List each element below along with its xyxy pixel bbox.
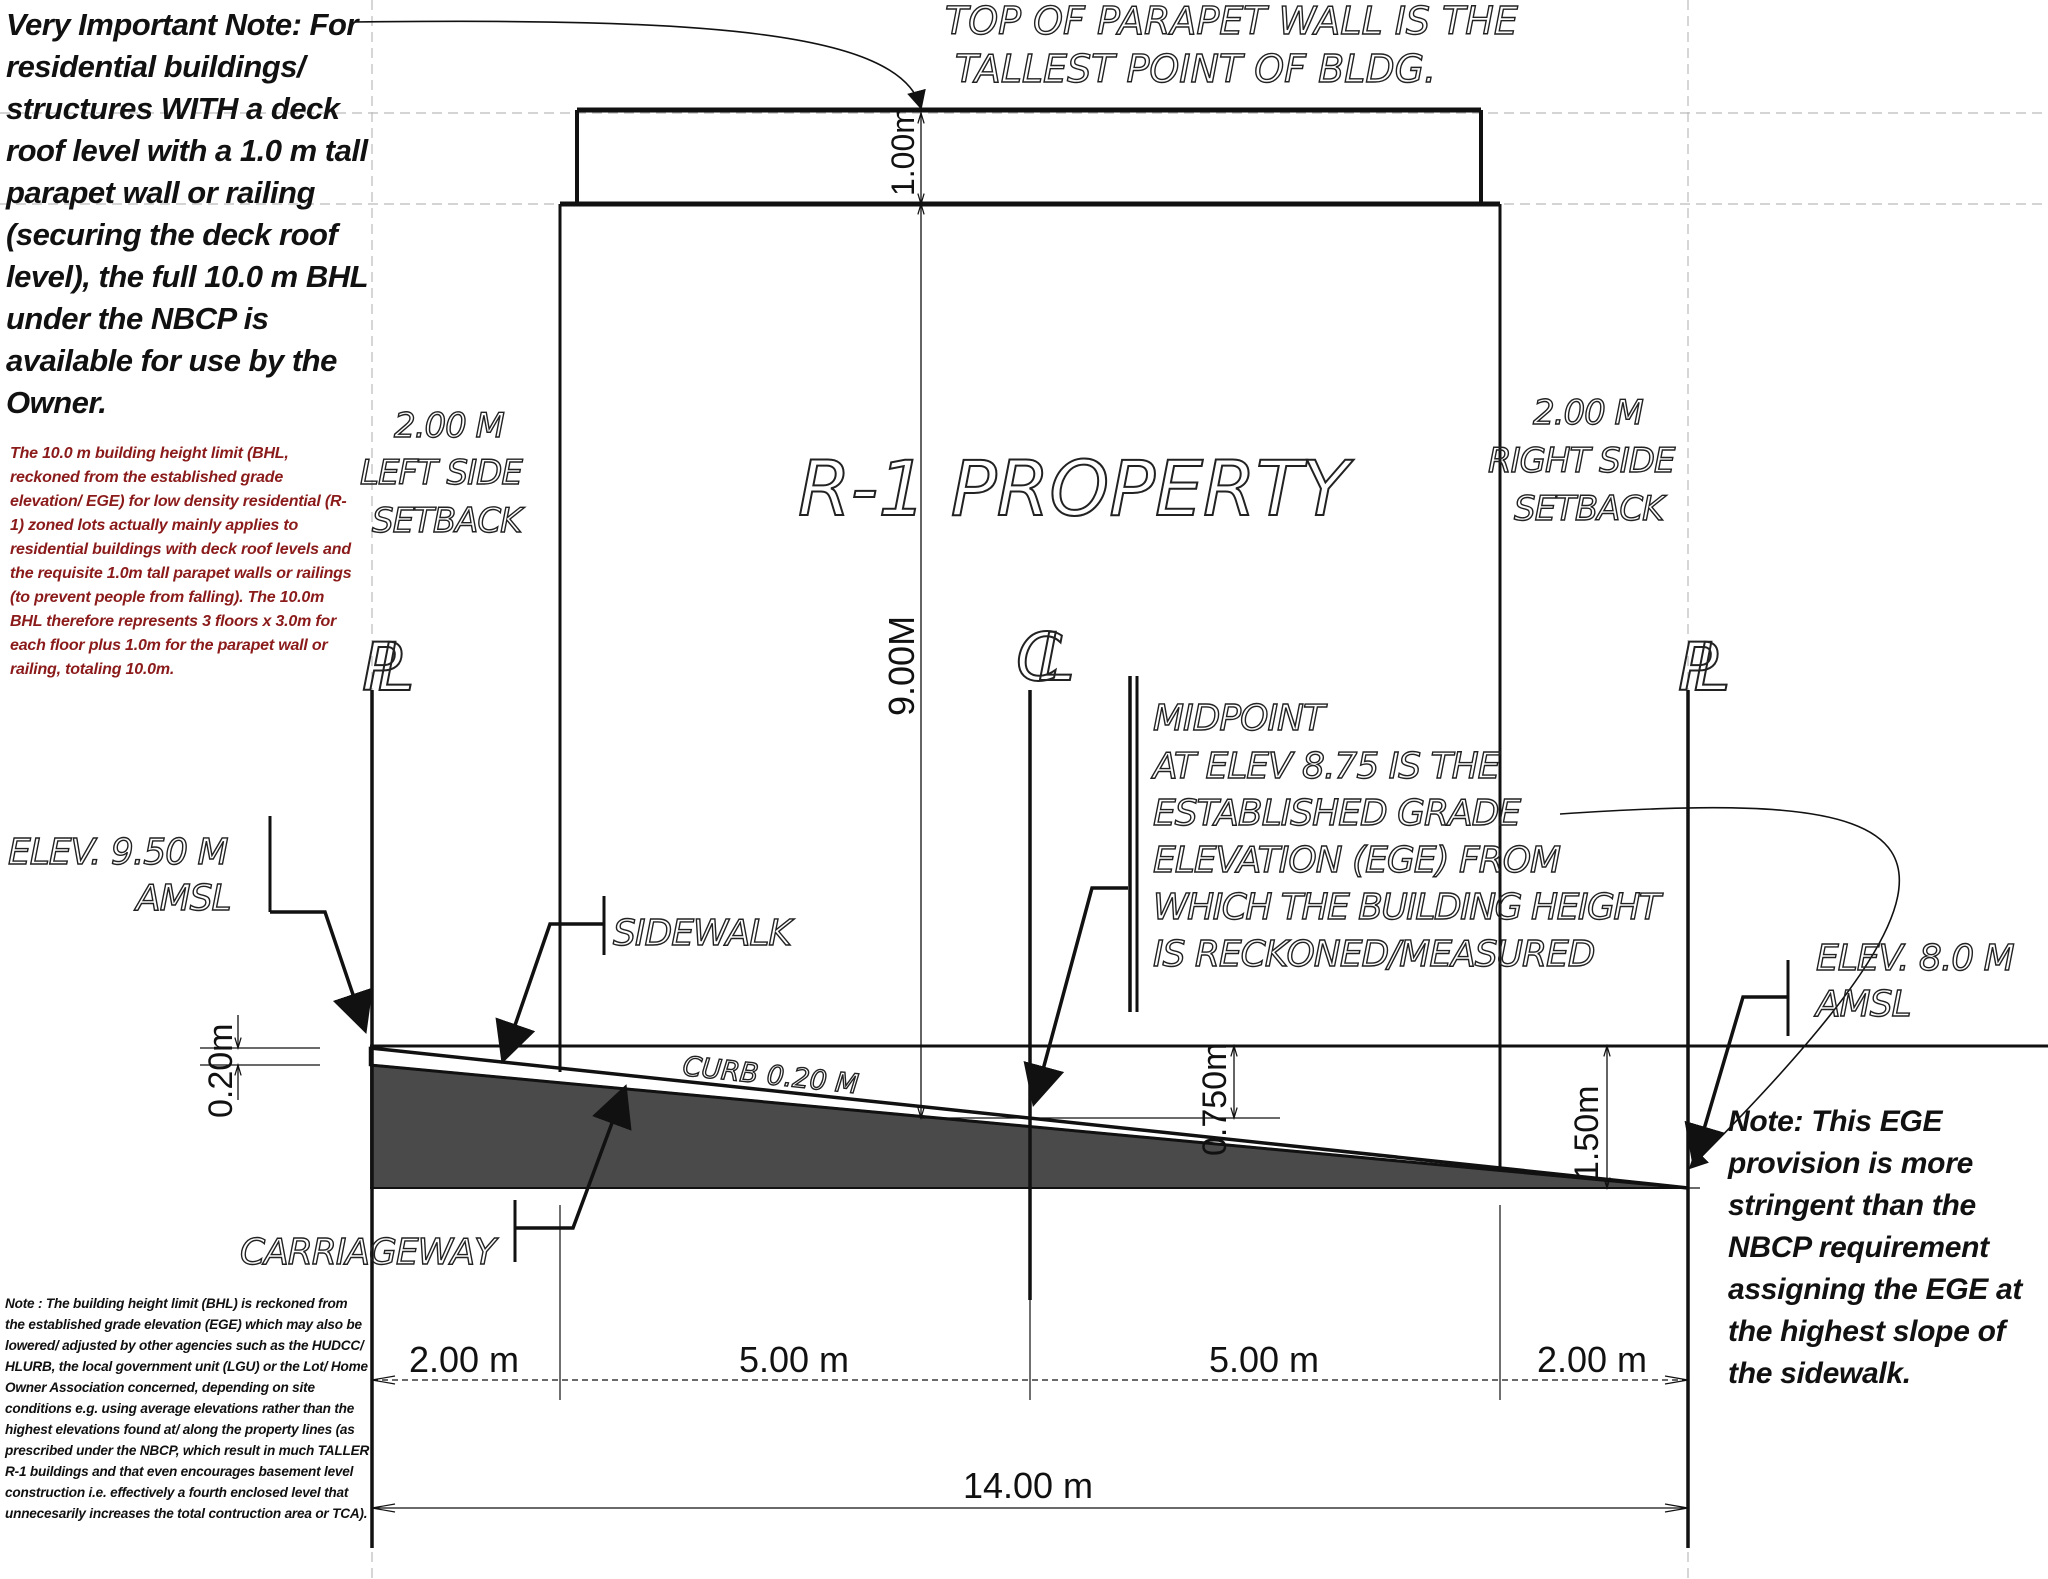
total-width-dim: 14.00 m: [963, 1465, 1093, 1506]
parapet-label-line1: TOP OF PARAPET WALL IS THE: [945, 0, 1518, 43]
right-setback-line3: SETBACK: [1514, 489, 1667, 529]
property-title: R-1 PROPERTY: [798, 444, 1354, 533]
total-drop-dim: 1.50m: [1568, 1086, 1606, 1181]
curved-leaders: [354, 20, 1901, 1170]
midpoint-line1: MIDPOINT: [1153, 698, 1328, 739]
pl-left-label: PL: [362, 629, 411, 706]
pl-right-label: PL: [1678, 629, 1727, 706]
property-lines: [370, 676, 1690, 1548]
building-outline: [558, 107, 1502, 1168]
curb-height-dim: 0.20m: [202, 1024, 240, 1119]
carriageway-label: CARRIAGEWAY: [240, 1232, 499, 1273]
leader-lines: [270, 886, 1788, 1230]
important-note: Very Important Note: For residential bui…: [6, 7, 368, 420]
ege-provision-note: Note: This EGE provision is more stringe…: [1728, 1105, 2023, 1390]
bhl-reckoning-note: Note : The building height limit (BHL) i…: [5, 1296, 370, 1521]
left-half-dim: 5.00 m: [739, 1339, 849, 1380]
elev-left-line2: AMSL: [134, 878, 231, 919]
right-half-dim: 5.00 m: [1209, 1339, 1319, 1380]
midpoint-line5: WHICH THE BUILDING HEIGHT: [1153, 887, 1664, 928]
dimension-ticks: [371, 1205, 1689, 1513]
left-setback-dim: 2.00 m: [409, 1339, 519, 1380]
midpoint-line2: AT ELEV 8.75 IS THE: [1151, 746, 1501, 787]
horizontal-dimension-labels: 2.00 m 5.00 m 5.00 m 2.00 m 14.00 m: [409, 1339, 1647, 1506]
midpoint-line4: ELEVATION (EGE) FROM: [1153, 840, 1561, 881]
left-setback-line3: SETBACK: [372, 501, 525, 541]
right-setback-dim: 2.00 m: [1537, 1339, 1647, 1380]
midpoint-line3: ESTABLISHED GRADE: [1153, 793, 1521, 834]
label-brackets: [268, 676, 1790, 1262]
midpoint-line6: IS RECKONED/MEASURED: [1153, 934, 1594, 975]
building-height-dim: 9.00M: [881, 616, 922, 716]
elev-right-line1: ELEV. 8.0 M: [1816, 938, 2015, 979]
mid-drop-dim: 0.750m: [1196, 1043, 1234, 1156]
left-setback-line1: 2.00 M: [394, 406, 505, 446]
bhl-explanation-note: The 10.0 m building height limit (BHL, r…: [10, 445, 352, 678]
elev-left-line1: ELEV. 9.50 M: [8, 832, 229, 873]
horizontal-dimension-lines: [372, 1379, 1688, 1509]
left-setback-line2: LEFT SIDE: [360, 453, 523, 493]
sidewalk-label: SIDEWALK: [613, 913, 794, 954]
centerline-label: CL: [1016, 619, 1071, 696]
right-setback-line2: RIGHT SIDE: [1488, 441, 1676, 481]
parapet-label-line2: TALLEST POINT OF BLDG.: [955, 47, 1436, 91]
vertical-dimension-labels: 1.00m 9.00M 0.20m 0.750m 1.50m: [202, 107, 1606, 1180]
right-setback-line1: 2.00 M: [1533, 393, 1644, 433]
elev-right-line2: AMSL: [1814, 984, 1911, 1025]
vertical-dimension-lines: [200, 110, 1611, 1191]
parapet-height-dim: 1.00m: [885, 107, 921, 196]
